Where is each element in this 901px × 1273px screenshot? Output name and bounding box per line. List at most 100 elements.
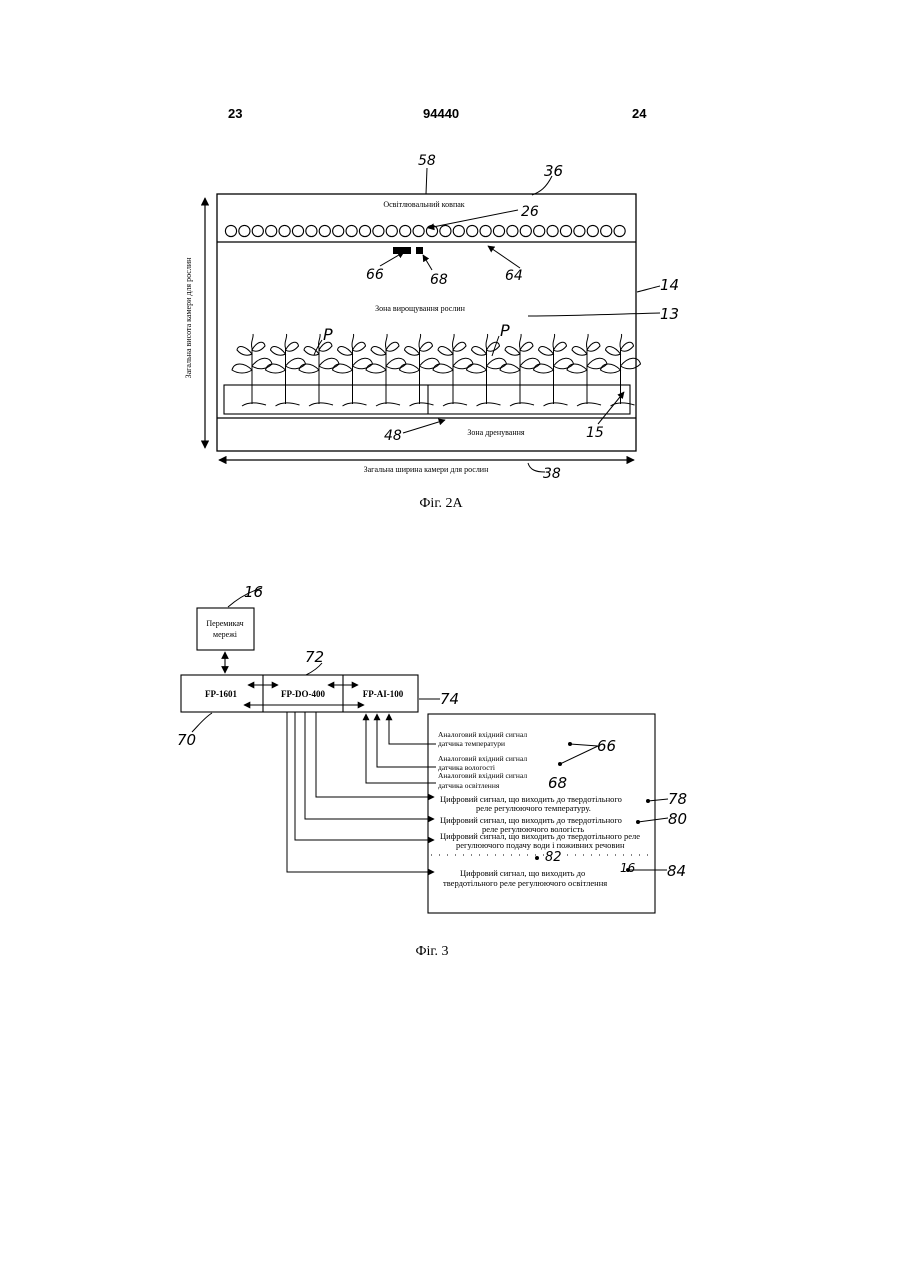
light-bulb xyxy=(225,225,236,236)
figure-2a-caption: Фіг. 2А xyxy=(419,496,463,511)
switch-label-line2: мережі xyxy=(213,630,238,639)
temp-output-line xyxy=(316,712,434,797)
ref-72: 72 xyxy=(305,648,324,666)
plant-leaf xyxy=(286,358,306,369)
plant-root xyxy=(510,403,534,406)
plant-leaf xyxy=(353,358,373,369)
ref-70: 70 xyxy=(177,731,196,749)
leader-66b xyxy=(570,744,598,746)
light-bulb xyxy=(359,225,370,236)
plant-leaf xyxy=(520,342,533,351)
plant-leaf xyxy=(587,358,607,369)
plant-leaf xyxy=(621,358,641,369)
plant-leaf xyxy=(567,364,587,373)
light-bulb xyxy=(373,225,384,236)
plant-tip xyxy=(385,334,387,348)
temp-input-line xyxy=(389,714,436,744)
humidity-input-line xyxy=(377,714,436,767)
plant-leaf xyxy=(621,342,634,351)
light-output-line xyxy=(287,712,434,872)
light-bulb xyxy=(587,225,598,236)
water-output-label-2: регулюючого подачу води і поживних речов… xyxy=(456,840,625,850)
light-bulb xyxy=(547,225,558,236)
plant-leaf xyxy=(286,342,299,351)
plant-root xyxy=(443,403,467,406)
ref-78: 78 xyxy=(668,790,687,808)
plant-root xyxy=(544,403,568,406)
plant-leaf xyxy=(371,347,386,356)
plant-tip xyxy=(251,334,253,348)
plant-leaf xyxy=(453,358,473,369)
growing-zone-label: Зона вирощування рослин xyxy=(375,304,466,313)
ref-26: 26 xyxy=(521,204,539,220)
light-bulb xyxy=(400,225,411,236)
light-bulb xyxy=(346,225,357,236)
leader-66c xyxy=(560,746,598,764)
light-bulb xyxy=(239,225,250,236)
plant-leaf xyxy=(554,358,574,369)
plant-tip xyxy=(419,334,421,348)
plant-leaf xyxy=(500,364,520,373)
plant-leaf xyxy=(319,358,339,369)
light-bulb xyxy=(252,225,263,236)
plant-root xyxy=(343,403,367,406)
plant-tip xyxy=(352,334,354,348)
plant-leaf xyxy=(433,364,453,373)
plant-leaf xyxy=(472,347,487,356)
ref-82: 82 xyxy=(545,850,562,865)
temp-input-label-1: Аналоговий вхідний сигнал xyxy=(438,730,527,739)
figure-3-caption: Фіг. 3 xyxy=(415,944,448,959)
ref-36: 36 xyxy=(544,162,563,180)
light-bulb xyxy=(453,225,464,236)
ref-66: 66 xyxy=(366,267,384,283)
light-output-label-1: Цифровий сигнал, що виходить до xyxy=(460,868,585,878)
plant-leaf xyxy=(338,347,353,356)
figure-2a: Освітлювальний ковпак Зона вирощування р… xyxy=(184,153,679,511)
plant-leaf xyxy=(487,342,500,351)
ref-p-2: P xyxy=(500,321,510,340)
plant-leaf xyxy=(299,364,319,373)
leader-48 xyxy=(403,420,445,433)
leader-13 xyxy=(528,313,660,316)
plant-leaf xyxy=(333,364,353,373)
leader-68 xyxy=(423,255,432,270)
plant-leaf xyxy=(587,342,600,351)
ref-14: 14 xyxy=(660,276,679,294)
light-bulb xyxy=(319,225,330,236)
plant-leaf xyxy=(420,342,433,351)
light-bulb xyxy=(467,225,478,236)
plant-leaf xyxy=(400,364,420,373)
plant-root xyxy=(276,403,300,406)
plant-leaf xyxy=(505,347,520,356)
ref-80: 80 xyxy=(668,810,687,828)
plant-root xyxy=(477,403,501,406)
light-bulb xyxy=(614,225,625,236)
light-bulb xyxy=(386,225,397,236)
plant-leaf xyxy=(420,358,440,369)
light-output-label-2: твердотільного реле регулюючого освітлен… xyxy=(443,878,607,888)
dot-66 xyxy=(568,742,572,746)
leader-15 xyxy=(598,392,624,424)
plant-row xyxy=(232,334,641,406)
plant-leaf xyxy=(606,347,621,356)
plant-leaf xyxy=(271,347,286,356)
plant-leaf xyxy=(554,342,567,351)
leader-70 xyxy=(192,713,212,732)
drainage-zone-label: Зона дренування xyxy=(467,428,525,437)
leader-64 xyxy=(488,246,520,268)
dot-82 xyxy=(535,856,539,860)
plant-tip xyxy=(285,334,287,348)
plant-leaf xyxy=(438,347,453,356)
plant-leaf xyxy=(520,358,540,369)
plant-root xyxy=(242,403,266,406)
plant-leaf xyxy=(534,364,554,373)
dot-66b xyxy=(558,762,562,766)
light-input-label-2: датчика освітлення xyxy=(438,781,500,790)
ref-16-fig3: 16 xyxy=(620,861,636,875)
plant-leaf xyxy=(237,347,252,356)
module-fp-do-400: FP-DO-400 xyxy=(281,689,325,699)
plant-leaf xyxy=(453,342,466,351)
light-bulb xyxy=(480,225,491,236)
